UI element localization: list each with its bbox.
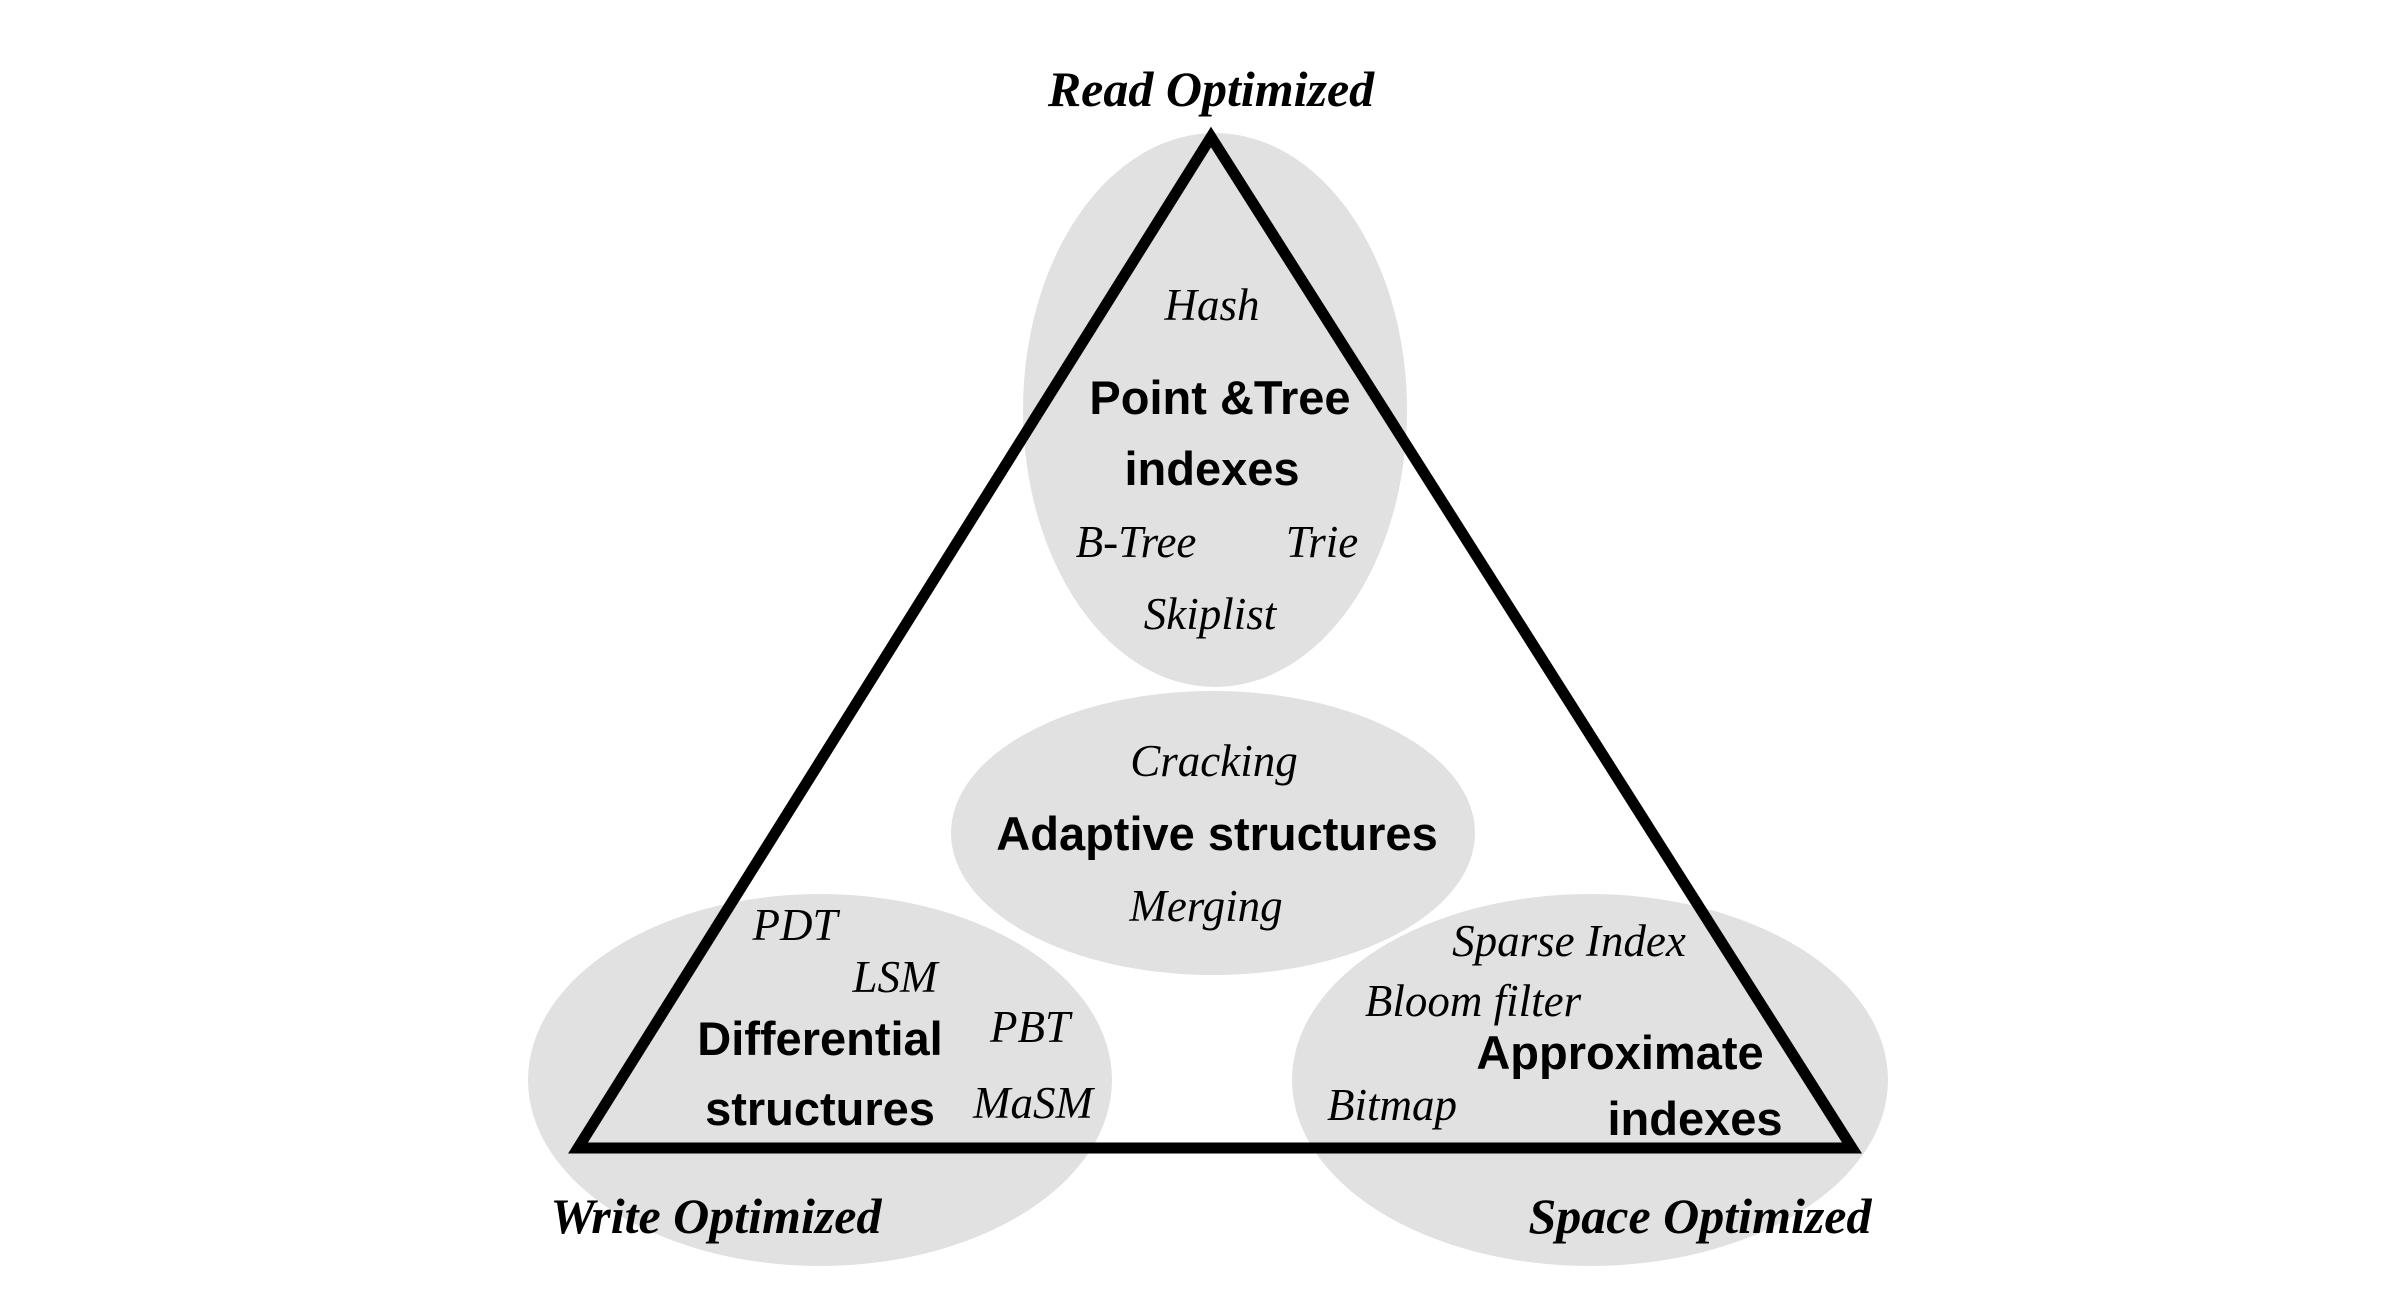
group-title-point-tree-line1: Point &Tree xyxy=(1089,371,1350,424)
item-sparse-index: Sparse Index xyxy=(1452,916,1686,966)
item-skiplist: Skiplist xyxy=(1144,589,1278,639)
corner-label-space-optimized: Space Optimized xyxy=(1528,1188,1872,1244)
item-hash: Hash xyxy=(1163,280,1259,330)
item-masm: MaSM xyxy=(972,1078,1095,1128)
ellipse-adaptive-structures xyxy=(951,691,1475,975)
item-pbt: PBT xyxy=(989,1002,1073,1052)
group-title-differential-line1: Differential xyxy=(697,1012,943,1065)
corner-label-write-optimized: Write Optimized xyxy=(550,1188,882,1244)
item-merging: Merging xyxy=(1128,881,1282,931)
ellipse-approximate-indexes xyxy=(1292,894,1888,1266)
group-title-adaptive: Adaptive structures xyxy=(996,807,1437,860)
group-title-approximate-line2: indexes xyxy=(1607,1092,1782,1145)
group-title-approximate-line1: Approximate xyxy=(1476,1026,1763,1079)
item-cracking: Cracking xyxy=(1130,736,1297,786)
item-b-tree: B-Tree xyxy=(1076,517,1197,567)
corner-label-read-optimized: Read Optimized xyxy=(1047,61,1375,117)
tradeoff-triangle xyxy=(568,126,1862,1154)
ellipse-point-tree-indexes xyxy=(1023,133,1407,687)
group-title-point-tree-line2: indexes xyxy=(1124,442,1299,495)
item-lsm: LSM xyxy=(851,952,940,1002)
item-trie: Trie xyxy=(1286,517,1359,567)
group-title-differential-line2: structures xyxy=(705,1082,935,1135)
item-bitmap: Bitmap xyxy=(1327,1080,1457,1130)
item-pdt: PDT xyxy=(751,900,840,950)
item-bloom-filter: Bloom filter xyxy=(1365,976,1582,1026)
